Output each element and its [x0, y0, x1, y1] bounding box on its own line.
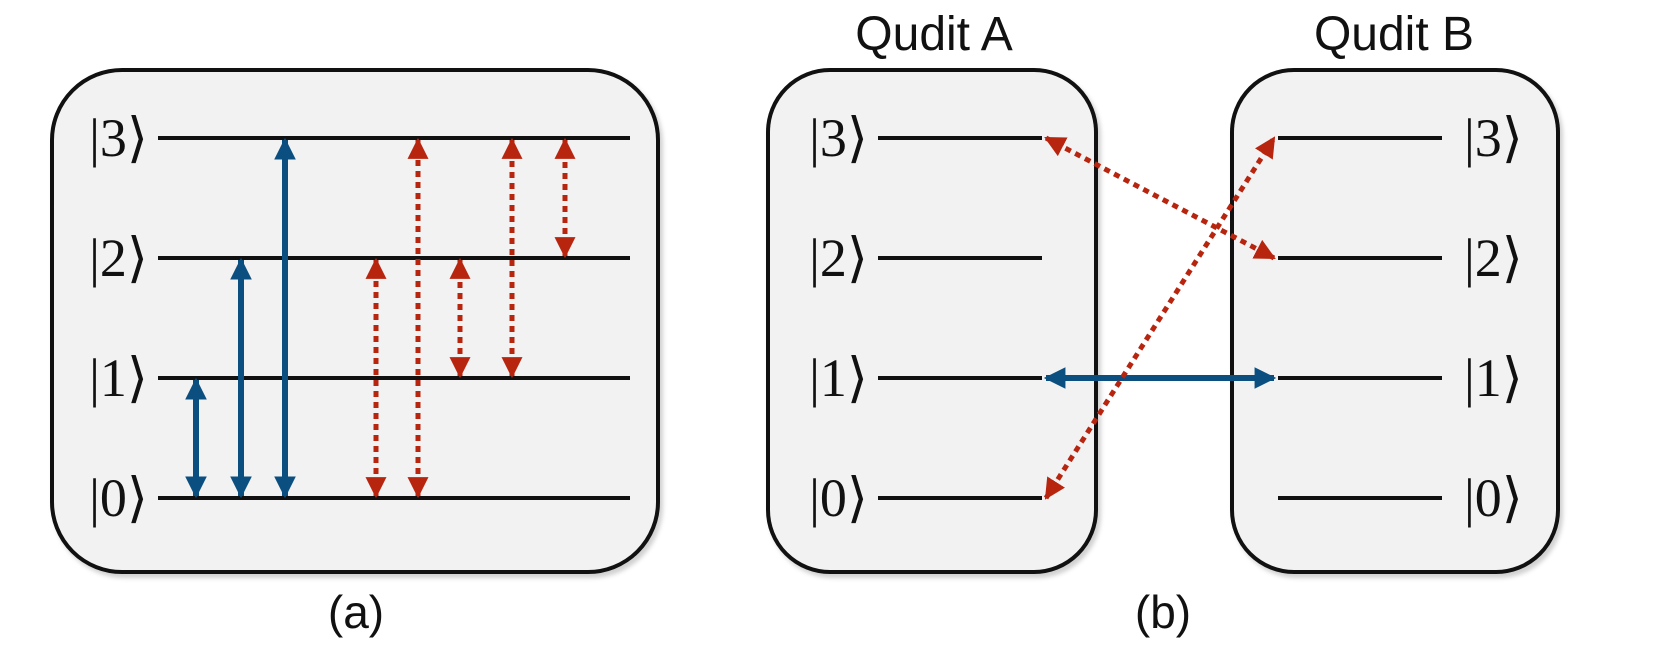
qudit-b-level-label-1: |1⟩: [1464, 348, 1523, 408]
qudit-a-level-label-1: |1⟩: [809, 348, 868, 408]
panel-a-level-label-2: |2⟩: [89, 228, 148, 288]
panel-a-dotted-transitions: [365, 137, 576, 499]
panel-b: Qudit A Qudit B |3⟩ |2⟩ |1⟩ |0⟩ |3⟩ |2⟩ …: [766, 8, 1560, 638]
qudit-b-level-lines: [1278, 136, 1442, 500]
panel-a-level-labels: |3⟩ |2⟩ |1⟩ |0⟩: [89, 108, 148, 528]
panel-b-caption: (b): [1135, 586, 1191, 638]
qudit-b-level-label-3: |3⟩: [1464, 108, 1523, 168]
qudit-b-level-label-0: |0⟩: [1464, 468, 1523, 528]
panel-a-caption: (a): [328, 586, 384, 638]
qudit-b-title: Qudit B: [1314, 8, 1474, 61]
qudit-a-level-label-2: |2⟩: [809, 228, 868, 288]
coupling-dotted-a0-b3: [1043, 136, 1277, 500]
panel-a: |3⟩ |2⟩ |1⟩ |0⟩ (a): [50, 68, 660, 638]
qudit-a-level-lines: [878, 136, 1042, 500]
panel-a-level-label-3: |3⟩: [89, 108, 148, 168]
panel-a-level-label-1: |1⟩: [89, 348, 148, 408]
panel-a-level-label-0: |0⟩: [89, 468, 148, 528]
panel-a-solid-transitions: [185, 137, 296, 499]
qudit-a-title: Qudit A: [855, 8, 1012, 61]
panel-b-couplings: [1043, 135, 1277, 500]
qudit-a-level-labels: |3⟩ |2⟩ |1⟩ |0⟩: [809, 108, 868, 528]
qudit-b-level-label-2: |2⟩: [1464, 228, 1523, 288]
qudit-b-level-labels: |3⟩ |2⟩ |1⟩ |0⟩: [1464, 108, 1523, 528]
qudit-a-level-label-3: |3⟩: [809, 108, 868, 168]
qudit-a-level-label-0: |0⟩: [809, 468, 868, 528]
